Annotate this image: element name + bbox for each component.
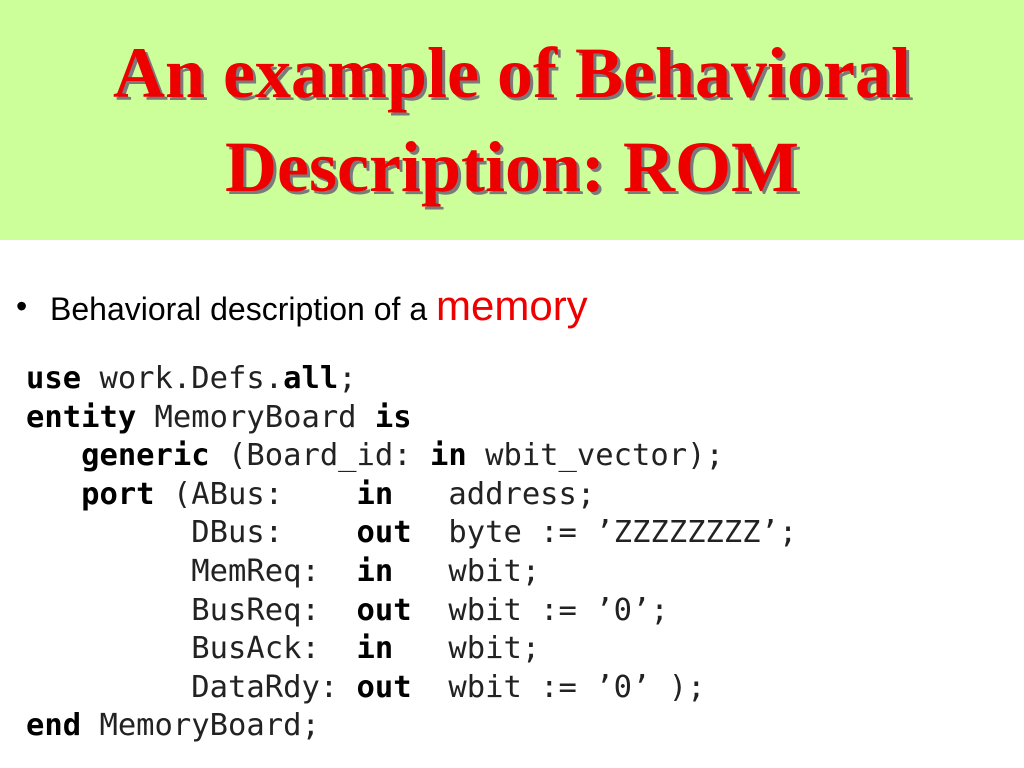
- code-text: BusAck:: [26, 631, 357, 667]
- code-keyword: entity: [26, 399, 137, 435]
- code-line: DBus: out byte := ’ZZZZZZZZ’;: [26, 514, 1006, 553]
- code-keyword: in: [356, 553, 394, 589]
- code-keyword: out: [356, 592, 412, 628]
- code-text: DBus:: [26, 515, 357, 551]
- code-text: wbit;: [393, 631, 541, 667]
- bullet-marker: •: [16, 288, 28, 324]
- code-text: work.Defs.: [81, 361, 284, 396]
- code-text: (ABus:: [154, 476, 357, 512]
- code-text: byte := ’ZZZZZZZZ’;: [411, 515, 798, 551]
- code-line: MemReq: in wbit;: [26, 553, 1006, 592]
- code-keyword: in: [430, 438, 467, 474]
- code-text: MemoryBoard;: [81, 708, 320, 744]
- code-text: MemoryBoard: [136, 399, 375, 435]
- code-text: ;: [338, 361, 357, 396]
- code-line: use work.Defs.all;: [26, 360, 1006, 399]
- code-keyword: in: [356, 476, 394, 512]
- code-line: port (ABus: in address;: [26, 476, 1006, 515]
- slide-title: An example of Behavioral Description: RO…: [0, 26, 1024, 214]
- code-keyword: generic: [81, 438, 210, 474]
- code-text: wbit := ’0’;: [411, 592, 669, 628]
- code-line: DataRdy: out wbit := ’0’ );: [26, 669, 1006, 708]
- code-keyword: use: [26, 361, 82, 396]
- bullet-text-plain: Behavioral description of a: [50, 291, 436, 327]
- code-text: wbit_vector);: [466, 438, 724, 474]
- code-text: wbit := ’0’ );: [411, 669, 706, 705]
- code-text: (Board_id:: [209, 438, 430, 474]
- bullet-item: • Behavioral description of a memory: [16, 280, 1016, 340]
- code-text: wbit;: [393, 553, 541, 589]
- code-text: [26, 477, 81, 512]
- code-line: entity MemoryBoard is: [26, 399, 1006, 438]
- code-text: [26, 438, 81, 473]
- bullet-text: Behavioral description of a memory: [50, 280, 588, 335]
- code-keyword: port: [81, 476, 155, 512]
- code-line: generic (Board_id: in wbit_vector);: [26, 437, 1006, 476]
- slide-title-line-1: An example of Behavioral: [113, 33, 911, 113]
- code-keyword: out: [356, 669, 412, 705]
- code-keyword: in: [356, 631, 394, 667]
- bullet-text-highlight: memory: [436, 282, 588, 329]
- code-block: use work.Defs.all;entity MemoryBoard is …: [26, 360, 1006, 746]
- title-band: [0, 0, 1024, 240]
- code-text: BusReq:: [26, 592, 357, 628]
- code-text: address;: [393, 476, 596, 512]
- code-keyword: end: [26, 708, 82, 744]
- code-keyword: out: [356, 515, 412, 551]
- code-text: MemReq:: [26, 553, 357, 589]
- code-line: end MemoryBoard;: [26, 707, 1006, 746]
- code-keyword: all: [283, 361, 339, 396]
- code-keyword: is: [374, 399, 412, 435]
- code-line: BusReq: out wbit := ’0’;: [26, 592, 1006, 631]
- code-line: BusAck: in wbit;: [26, 630, 1006, 669]
- slide-title-line-2: Description: ROM: [225, 127, 799, 207]
- code-text: DataRdy:: [26, 669, 357, 705]
